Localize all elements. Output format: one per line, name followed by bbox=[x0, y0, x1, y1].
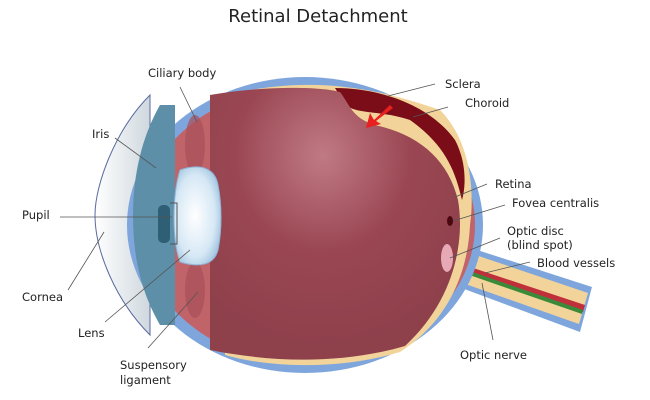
vitreous-shape bbox=[210, 87, 460, 360]
pupil-shape bbox=[158, 205, 170, 243]
label-suspensory: Suspensory bbox=[120, 358, 187, 372]
label-choroid: Choroid bbox=[465, 96, 510, 110]
optic-nerve-shape bbox=[440, 238, 592, 332]
label-fovea-centralis: Fovea centralis bbox=[512, 196, 600, 210]
fovea-dot bbox=[447, 216, 453, 226]
label-blind-spot: (blind spot) bbox=[507, 238, 573, 252]
label-blood-vessels: Blood vessels bbox=[537, 256, 616, 270]
label-pupil: Pupil bbox=[22, 208, 50, 222]
label-optic-nerve: Optic nerve bbox=[460, 348, 528, 362]
iris-shape bbox=[133, 105, 175, 325]
detachment-arrow-icon bbox=[366, 105, 393, 128]
diagram-title: Retinal Detachment bbox=[228, 6, 408, 27]
label-iris: Iris bbox=[92, 127, 110, 141]
lens-shape bbox=[173, 166, 222, 266]
optic-disc-shape bbox=[441, 244, 453, 272]
label-cornea: Cornea bbox=[22, 290, 64, 304]
label-lens: Lens bbox=[78, 326, 105, 340]
detached-retina-region bbox=[335, 88, 465, 200]
label-ciliary-body: Ciliary body bbox=[148, 66, 217, 80]
cornea-shape bbox=[94, 93, 151, 337]
leader-lines bbox=[60, 83, 531, 349]
label-ligament: ligament bbox=[120, 373, 171, 387]
label-sclera: Sclera bbox=[445, 77, 481, 91]
label-retina: Retina bbox=[495, 177, 532, 191]
label-optic-disc: Optic disc bbox=[507, 224, 564, 238]
